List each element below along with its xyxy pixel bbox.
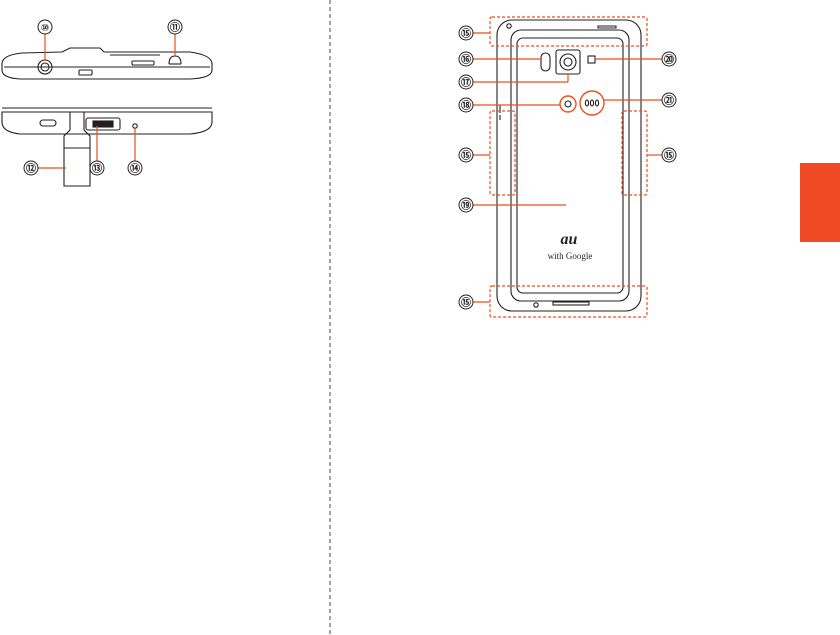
callout-14: ⑭ (128, 129, 142, 175)
highlight-circles (560, 91, 604, 115)
strap-hole-icon (169, 56, 181, 64)
callout-16-label: ⑯ (461, 53, 471, 66)
callout-12-label: ⑫ (26, 162, 36, 175)
side-index-tab (800, 163, 840, 242)
callout-10: ⑩ (38, 20, 52, 61)
callout-18-label: ⑱ (461, 99, 471, 112)
callout-15-top: ⑮ (459, 26, 473, 40)
callout-18: ⑱ (459, 98, 473, 112)
callout-15-bottom: ⑮ (459, 295, 473, 309)
callout-21: ㉑ (662, 93, 676, 107)
nfc-highlight (560, 96, 576, 112)
sensor-icon (588, 56, 595, 63)
google-logo: with Google (548, 251, 593, 261)
callout-15-bottom-label: ⑮ (461, 296, 471, 309)
callout-19: ⑲ (459, 198, 473, 212)
callout-11: ⑪ (168, 20, 182, 56)
callout-15-right: ⑮ (662, 148, 676, 162)
callout-17-label: ⑰ (461, 76, 471, 89)
antenna-area-right (622, 111, 647, 195)
top-edge-view (2, 48, 212, 79)
callout-20-label: ⑳ (664, 53, 674, 66)
callout-21-label: ㉑ (664, 94, 674, 107)
callout-15-top-label: ⑮ (461, 27, 471, 40)
callout-19-label: ⑲ (461, 199, 471, 212)
callout-14-label: ⑭ (130, 162, 140, 175)
callout-leaders (473, 33, 663, 302)
speaker-highlight (580, 91, 604, 115)
callout-16: ⑯ (459, 52, 473, 66)
callout-10-label: ⑩ (41, 23, 49, 34)
speaker-icon (585, 100, 598, 106)
callout-17: ⑰ (459, 75, 473, 89)
callout-13: ⑬ (90, 126, 104, 175)
nfc-mark-icon (565, 101, 571, 107)
callout-12: ⑫ (24, 161, 66, 175)
phone-back-outline (497, 20, 641, 311)
camera-module (541, 50, 599, 107)
callout-20: ⑳ (662, 52, 676, 66)
callout-11-label: ⑪ (170, 21, 180, 34)
au-logo: au (561, 231, 578, 248)
callout-15-right-label: ⑮ (664, 149, 674, 162)
mic-hole-icon (133, 124, 137, 128)
callout-13-label: ⑬ (92, 162, 102, 175)
callout-15-left-label: ⑮ (461, 149, 471, 162)
callout-15-left: ⑮ (459, 148, 473, 162)
flash-icon (541, 53, 550, 71)
